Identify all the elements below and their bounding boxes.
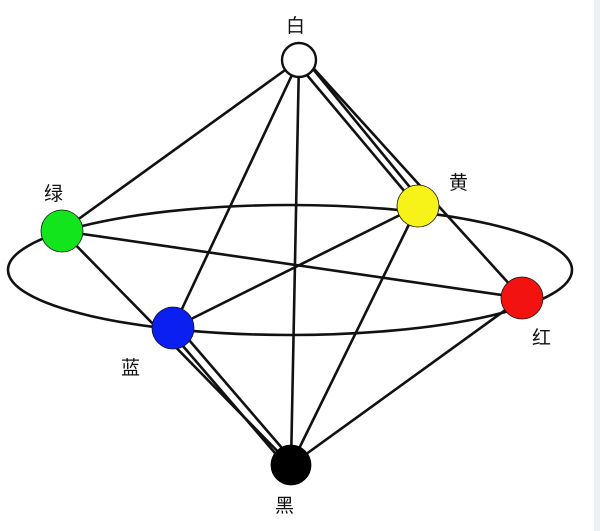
edge-black-red — [289, 296, 524, 467]
edge-blue-yellow — [171, 204, 420, 330]
edge-white-yellow-a — [294, 60, 418, 207]
node-red — [500, 276, 544, 320]
hue-ring — [6, 203, 574, 337]
edge-black-yellow — [289, 204, 420, 467]
label-white: 白 — [286, 15, 305, 37]
node-green — [40, 209, 84, 253]
edge-green-red — [60, 229, 524, 300]
edge-black-blue-b — [175, 324, 296, 464]
node-yellow — [396, 184, 440, 228]
node-blue — [151, 306, 195, 350]
edge-black-blue-a — [168, 329, 289, 469]
label-blue: 蓝 — [121, 357, 140, 379]
edge-white-black — [289, 58, 301, 467]
node-white — [280, 41, 318, 79]
edge-white-yellow-b — [302, 56, 424, 204]
label-black: 黑 — [275, 495, 294, 517]
edge-white-blue — [171, 58, 301, 330]
edge-white-green — [60, 58, 301, 233]
edge-white-red — [304, 58, 524, 300]
node-black — [270, 444, 312, 486]
frame-edge — [594, 0, 600, 531]
label-red: 红 — [532, 327, 551, 349]
label-green: 绿 — [44, 183, 63, 205]
label-yellow: 黄 — [449, 172, 468, 194]
